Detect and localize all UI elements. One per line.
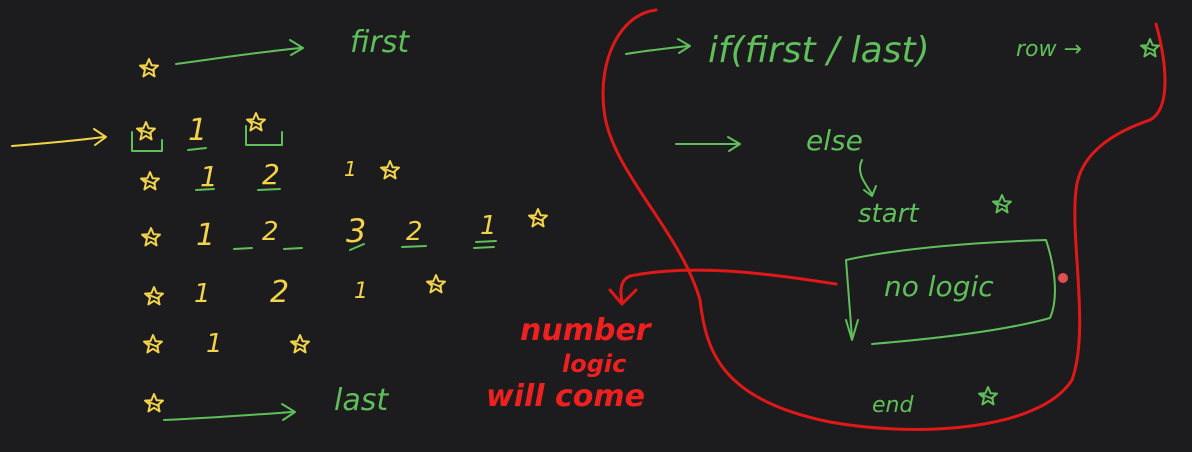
arrow-right-icon <box>93 128 107 146</box>
no-logic-label: no logic <box>884 270 994 303</box>
underline-mark <box>401 245 427 248</box>
row2-value-3: 1 <box>344 157 357 181</box>
pointer-dot <box>1058 273 1068 283</box>
star-icon <box>290 334 310 354</box>
underline-mark <box>473 240 497 249</box>
row4-value-1: 1 <box>194 279 211 309</box>
last-label: last <box>334 383 389 418</box>
row3-value-4: 2 <box>406 217 423 247</box>
row4-value-2: 2 <box>270 275 289 310</box>
star-icon <box>1140 38 1160 58</box>
condition-label: if(first / last) <box>708 30 930 71</box>
row3-value-5: 1 <box>480 211 497 241</box>
row-label: row → <box>1016 37 1082 62</box>
arrow-right-icon <box>163 411 293 421</box>
arrow-right-icon <box>727 136 741 152</box>
note-line-3: will come <box>486 379 645 414</box>
star-icon <box>139 58 159 78</box>
underline-mark <box>233 247 303 250</box>
note-line-2: logic <box>562 350 626 378</box>
row4-value-3: 1 <box>354 279 368 304</box>
arrow-right-icon <box>289 39 304 56</box>
star-icon <box>143 334 163 354</box>
star-icon <box>978 386 998 406</box>
row2-value-1: 1 <box>200 160 218 193</box>
arrow-down-icon <box>858 159 877 197</box>
underline-mark <box>195 188 215 191</box>
row3-value-2: 2 <box>262 217 279 247</box>
row3-value-1: 1 <box>196 218 215 253</box>
arrow-right-icon <box>625 45 689 55</box>
underline-mark <box>187 147 207 151</box>
arrow-right-icon <box>677 38 691 54</box>
arrow-down-icon <box>619 268 838 304</box>
arrow-right-icon <box>281 403 296 421</box>
star-icon <box>426 274 446 294</box>
start-label: start <box>858 199 919 229</box>
row5-value-1: 1 <box>206 329 223 359</box>
star-icon <box>528 208 548 228</box>
arrow-down-icon <box>608 288 638 306</box>
arrow-right-icon <box>175 47 301 65</box>
bracket-mark <box>131 131 163 152</box>
star-icon <box>144 393 164 413</box>
star-icon <box>140 171 160 191</box>
star-icon <box>141 227 161 247</box>
row2-value-2: 2 <box>262 158 280 191</box>
arrow-right-icon <box>11 136 105 147</box>
star-icon <box>992 194 1012 214</box>
star-icon <box>144 286 164 306</box>
bracket-mark <box>245 125 283 146</box>
enclosure-outline <box>601 8 1167 431</box>
end-label: end <box>872 393 914 418</box>
underline-mark <box>349 243 365 251</box>
star-icon <box>380 160 400 180</box>
arrow-down-icon <box>845 319 859 341</box>
no-logic-box <box>845 239 1056 345</box>
row3-value-3: 3 <box>346 212 366 250</box>
else-label: else <box>806 124 863 157</box>
first-label: first <box>350 25 410 60</box>
underline-mark <box>257 188 281 191</box>
row1-value-1: 1 <box>188 113 207 148</box>
note-line-1: number <box>520 313 653 348</box>
star-icon <box>246 112 266 132</box>
star-icon <box>136 121 156 141</box>
